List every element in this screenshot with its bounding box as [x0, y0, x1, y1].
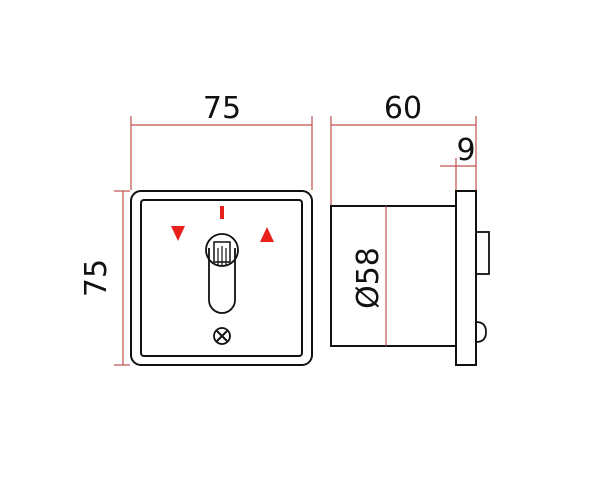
red-down-triangle-icon [171, 226, 185, 241]
flange-thickness-label: 9 [456, 133, 475, 168]
red-up-triangle-icon [260, 227, 274, 242]
cylinder-body [330, 205, 457, 347]
side-depth-label: 60 [384, 91, 422, 126]
outer-housing [130, 190, 313, 366]
dimension-lines [114, 116, 477, 366]
front-width-label: 75 [203, 91, 241, 126]
front-height-label: 75 [79, 259, 114, 297]
diameter-label: Ø58 [351, 247, 386, 309]
front-view [130, 190, 313, 366]
red-vertical-bar-icon [220, 206, 224, 219]
side-tab [475, 231, 490, 275]
face-plate [140, 199, 303, 357]
flange [455, 190, 477, 366]
cross-screw-icon [213, 327, 231, 345]
side-knob [475, 321, 487, 343]
side-view [330, 190, 490, 366]
key-cylinder-icon [205, 233, 239, 314]
